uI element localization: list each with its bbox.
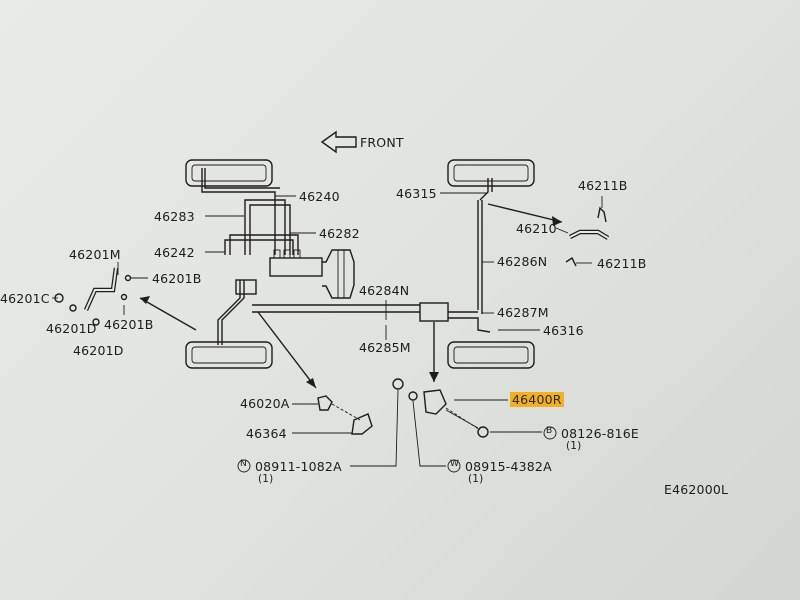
callout-46285M: 46285M (359, 340, 411, 355)
washer-part-number: 08915-4382A (465, 459, 552, 474)
front-label: FRONT (360, 135, 404, 150)
bolt-quantity: (1) (566, 440, 582, 452)
callout-46316: 46316 (543, 323, 584, 338)
callout-46364: 46364 (246, 426, 287, 441)
bolt-prefix-icon (543, 426, 557, 440)
callout-46210: 46210 (516, 221, 557, 236)
wheel-front-left (185, 159, 273, 187)
callout-46287M: 46287M (497, 305, 549, 320)
hose-46210 (565, 206, 610, 267)
hose-46201M (54, 267, 132, 326)
sensor-46400R (392, 378, 489, 438)
callout-46201D-1: 46201D (46, 321, 97, 336)
master-cylinder (269, 249, 355, 299)
callout-46201M: 46201M (69, 247, 121, 262)
callout-46315: 46315 (396, 186, 437, 201)
callout-46283: 46283 (154, 209, 195, 224)
junction-block (235, 279, 257, 295)
wheel-front-right (447, 159, 535, 187)
wheel-rear-right (447, 341, 535, 369)
leader-lines (52, 192, 603, 467)
callout-46211B-top: 46211B (578, 178, 628, 193)
callout-46201B-top: 46201B (152, 271, 202, 286)
callout-46201B-low: 46201B (104, 317, 154, 332)
callout-46201D-2: 46201D (73, 343, 124, 358)
callout-46242: 46242 (154, 245, 195, 260)
callout-46282: 46282 (319, 226, 360, 241)
callout-46284N: 46284N (359, 283, 410, 298)
nut-quantity: (1) (258, 473, 274, 485)
valve-46020A (317, 395, 373, 435)
washer-prefix-icon (447, 459, 461, 473)
dashed-links (331, 403, 481, 431)
bolt-part-number: 08126-816E (561, 426, 640, 441)
nut-prefix-letter: N (240, 459, 247, 469)
callout-46400R-highlighted: 46400R (510, 392, 564, 407)
nut-prefix-icon (237, 459, 251, 473)
diagram-code: E462000L (664, 482, 729, 497)
washer-quantity: (1) (468, 473, 484, 485)
arrows (139, 203, 563, 389)
callout-46240: 46240 (299, 189, 340, 204)
callout-46211B-low: 46211B (597, 256, 647, 271)
bolt-prefix-letter: B (546, 426, 553, 436)
nut-part-number: 08911-1082A (255, 459, 342, 474)
wheel-rear-left (185, 341, 273, 369)
washer-prefix-letter: W (450, 459, 460, 469)
callout-46020A: 46020A (240, 396, 290, 411)
front-arrow-icon (320, 130, 357, 154)
callout-46286N: 46286N (497, 254, 548, 269)
brake-pipes (201, 168, 493, 345)
callout-46201C: 46201C (0, 291, 50, 306)
